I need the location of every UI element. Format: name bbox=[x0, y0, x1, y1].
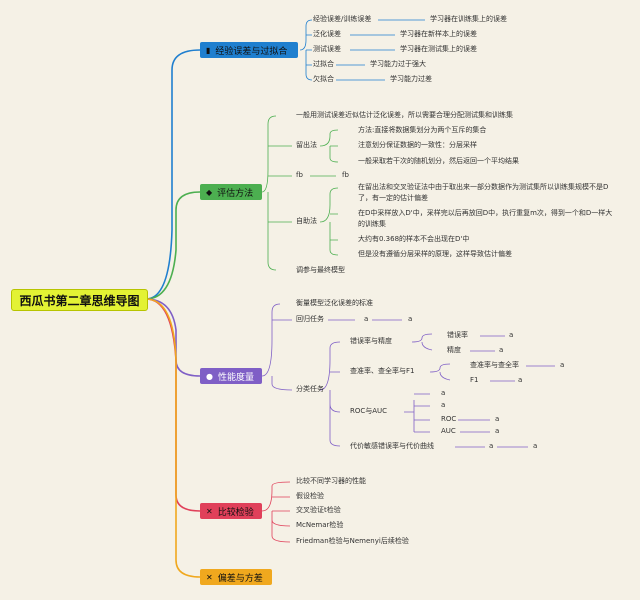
branch-performance-measure[interactable]: ● 性能度量 bbox=[200, 368, 262, 384]
f1-label[interactable]: F1 bbox=[470, 376, 479, 384]
pr-bracket bbox=[429, 363, 451, 381]
eval-intro: 一般用测试误差近似估计泛化误差，所以需要合理分配测试集和训练集 bbox=[296, 111, 513, 119]
err-acc-bracket bbox=[411, 333, 433, 351]
connector-root-bias bbox=[145, 298, 201, 578]
exp-definition: 学习器在训练集上的误差 bbox=[430, 15, 507, 23]
auc-value-a: a bbox=[495, 427, 500, 435]
cost-a2: a bbox=[533, 442, 538, 450]
eval-bracket bbox=[261, 115, 292, 271]
auc-label[interactable]: AUC bbox=[441, 427, 456, 435]
connector-root-eval bbox=[145, 191, 201, 300]
bootstrap-bracket bbox=[319, 187, 339, 256]
f1-a: a bbox=[518, 376, 523, 384]
cmp-item[interactable]: McNemar检验 bbox=[296, 521, 344, 529]
cost-a1: a bbox=[489, 442, 494, 450]
pr-sub-a: a bbox=[560, 361, 565, 369]
fb-label[interactable]: fb bbox=[296, 171, 303, 179]
bootstrap-item: 在D中采样放入D'中，采样完以后再放回D中，执行重复m次，得到一个和D一样大的训… bbox=[358, 209, 613, 228]
exp-definition: 学习器在新样本上的误差 bbox=[400, 30, 477, 38]
roc-label[interactable]: ROC bbox=[441, 415, 457, 423]
holdout-item: 方法:直接将数据集划分为两个互斥的集合 bbox=[358, 126, 487, 134]
connector-root-exp bbox=[145, 49, 201, 300]
bootstrap-label[interactable]: 自助法 bbox=[296, 217, 317, 225]
branch-label: 偏差与方差 bbox=[217, 573, 263, 584]
exp-term[interactable]: 过拟合 bbox=[313, 60, 334, 68]
roc-a1: a bbox=[441, 389, 446, 397]
exp-definition: 学习器在测试集上的误差 bbox=[400, 45, 477, 53]
pr-sub-label[interactable]: 查准率与查全率 bbox=[470, 361, 519, 369]
bootstrap-item: 大约有0.368的样本不会出现在D'中 bbox=[358, 235, 470, 243]
accuracy-a: a bbox=[499, 346, 504, 354]
regression-label[interactable]: 回归任务 bbox=[296, 315, 324, 323]
cost-label[interactable]: 代价敏感错误率与代价曲线 bbox=[350, 442, 434, 450]
roc-bracket bbox=[404, 393, 430, 433]
err-acc-label[interactable]: 错误率与精度 bbox=[350, 337, 392, 345]
cmp-item[interactable]: Friedman检验与Nemenyi后续检验 bbox=[296, 537, 409, 545]
perf-bracket bbox=[261, 303, 293, 391]
root-node[interactable]: 西瓜书第二章思维导图 bbox=[11, 289, 148, 311]
branch-label: 比较检验 bbox=[217, 507, 254, 518]
branch-comparison-test[interactable]: ✕ 比较检验 bbox=[200, 503, 262, 519]
branch-label: 评估方法 bbox=[217, 188, 254, 199]
tools-icon: ✕ bbox=[206, 572, 213, 582]
accuracy-label[interactable]: 精度 bbox=[447, 346, 461, 354]
regression-a2: a bbox=[408, 315, 413, 323]
holdout-item: 一般采取若干次的随机划分，然后返回一个平均结果 bbox=[358, 157, 519, 165]
perf-standard: 衡量模型泛化误差的标准 bbox=[296, 299, 373, 307]
exp-term[interactable]: 欠拟合 bbox=[313, 75, 334, 83]
bootstrap-item: 在留出法和交叉验证法中由于取出来一部分数据作为测试集所以训练集规模不是D了，有一… bbox=[358, 183, 609, 202]
pr-label[interactable]: 查准率、查全率与F1 bbox=[350, 367, 415, 375]
bootstrap-item: 但是没有遵循分层采样的原理，这样导致估计偏差 bbox=[358, 250, 512, 258]
connector-root-perf bbox=[145, 298, 201, 377]
exp-definition: 学习能力过差 bbox=[390, 75, 432, 83]
folder-icon: ▮ bbox=[206, 45, 211, 55]
exp-term[interactable]: 经验误差/训练误差 bbox=[313, 15, 372, 23]
cmp-item[interactable]: 假设检验 bbox=[296, 492, 324, 500]
exp-definition: 学习能力过于强大 bbox=[370, 60, 426, 68]
tools-icon: ✕ bbox=[206, 506, 213, 516]
holdout-bracket bbox=[319, 129, 339, 163]
branch-evaluation-methods[interactable]: ◆ 评估方法 bbox=[200, 184, 262, 200]
holdout-item: 注意划分保证数据的一致性：分层采样 bbox=[358, 141, 477, 149]
regression-a1: a bbox=[364, 315, 369, 323]
branch-experience-error[interactable]: ▮ 经验误差与过拟合 bbox=[200, 42, 298, 58]
exp-term[interactable]: 测试误差 bbox=[313, 45, 341, 53]
cmp-bracket bbox=[261, 481, 291, 543]
error-rate-label[interactable]: 错误率 bbox=[447, 331, 468, 339]
exp-term[interactable]: 泛化误差 bbox=[313, 30, 341, 38]
cmp-item[interactable]: 交叉验证t检验 bbox=[296, 506, 341, 514]
tune-label[interactable]: 调参与最终模型 bbox=[296, 266, 345, 274]
classification-label[interactable]: 分类任务 bbox=[296, 385, 324, 393]
branch-bias-variance[interactable]: ✕ 偏差与方差 bbox=[200, 569, 272, 585]
drop-icon: ● bbox=[206, 371, 213, 381]
cls-bracket bbox=[319, 341, 341, 447]
roc-a2: a bbox=[441, 401, 446, 409]
cmp-item: 比较不同学习器的性能 bbox=[296, 477, 366, 485]
branch-label: 性能度量 bbox=[217, 372, 254, 383]
roc-value-a: a bbox=[495, 415, 500, 423]
error-rate-a: a bbox=[509, 331, 514, 339]
diamond-icon: ◆ bbox=[206, 187, 213, 197]
roc-auc-label[interactable]: ROC与AUC bbox=[350, 407, 388, 415]
exp-bracket bbox=[299, 19, 313, 81]
fb-value: fb bbox=[342, 171, 349, 179]
holdout-label[interactable]: 留出法 bbox=[296, 141, 317, 149]
branch-label: 经验误差与过拟合 bbox=[215, 46, 288, 57]
